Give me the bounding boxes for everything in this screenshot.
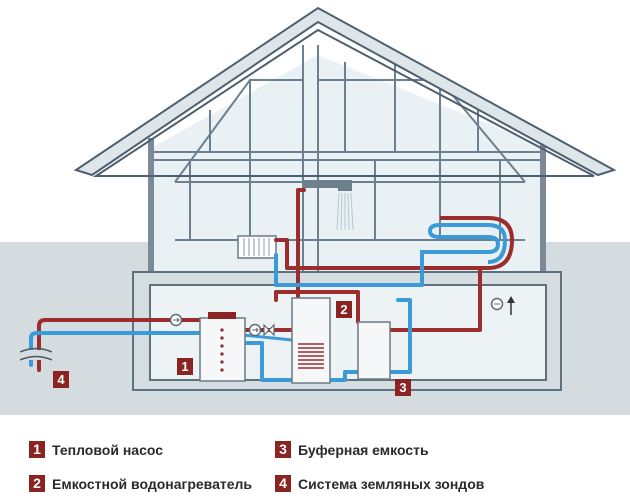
callout-4: 4 (53, 371, 69, 388)
legend-item-1: 1 Тепловой насос (29, 441, 163, 458)
radiator-icon (237, 235, 277, 259)
callout-4-number: 4 (57, 372, 65, 387)
legend-item-4: 4 Система земляных зондов (275, 475, 484, 492)
circulation-pump-2-icon (248, 323, 262, 337)
callout-2-number: 2 (340, 302, 347, 317)
buffer-tank (357, 321, 391, 380)
heating-system-diagram: 1 2 3 4 (0, 6, 630, 415)
roof-inner (92, 28, 595, 177)
pipes (29, 188, 482, 382)
legend-item-2: 2 Емкостной водонагреватель (29, 475, 252, 492)
cold-from-radiator (274, 253, 424, 287)
hot-to-radiator (274, 238, 482, 332)
callout-3: 3 (395, 379, 411, 396)
callout-1: 1 (177, 358, 193, 375)
storage-water-heater (291, 297, 331, 384)
cold-basement-loop (241, 298, 412, 382)
callout-3-number: 3 (399, 380, 406, 395)
underfloor-heating-coil (420, 216, 515, 270)
legend-number-3: 3 (275, 441, 291, 458)
legend-label-1: Тепловой насос (52, 441, 164, 458)
ground-probe-break-icon (19, 347, 53, 361)
circulation-pump-icon (169, 313, 183, 327)
legend-label-4: Система земляных зондов (298, 475, 485, 492)
left-wall (148, 138, 154, 272)
legend-number-2: 2 (29, 475, 45, 492)
legend-label-2: Емкостной водонагреватель (52, 475, 253, 492)
hot-riser (296, 188, 306, 300)
heat-pump-unit (199, 312, 246, 382)
circulation-pump-3-icon (490, 297, 504, 311)
shower-icon (304, 180, 354, 231)
supply-pipe-left (37, 318, 202, 372)
return-pipe-left (29, 331, 202, 367)
callout-2: 2 (336, 301, 352, 318)
right-wall (540, 138, 546, 272)
roof (73, 6, 617, 177)
callout-1-number: 1 (181, 359, 188, 374)
hot-tank-buffer (274, 290, 360, 324)
flow-arrow-icon (507, 296, 515, 315)
legend-item-3: 3 Буферная емкость (275, 441, 429, 458)
legend-number-4: 4 (275, 475, 291, 492)
legend-number-1: 1 (29, 441, 45, 458)
cold-heatpump-tank (241, 333, 294, 342)
legend-label-3: Буферная емкость (298, 441, 429, 458)
mixing-valve-icon (263, 323, 275, 337)
